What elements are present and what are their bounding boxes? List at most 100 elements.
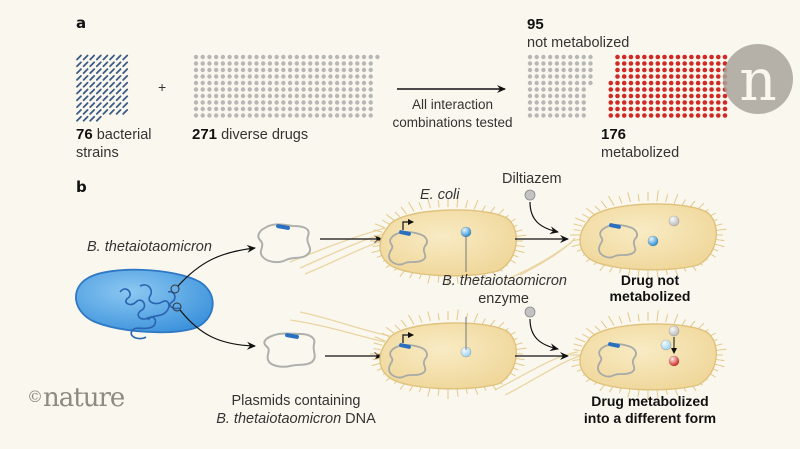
drug-dot — [254, 80, 259, 86]
promoter-arrow-icon — [402, 219, 414, 230]
metabolized-dot — [615, 113, 620, 118]
drug-dot — [254, 113, 259, 118]
metabolized-dot — [635, 74, 640, 79]
not-metabolized-dot — [541, 87, 546, 92]
metabolized-dot — [668, 61, 674, 66]
metabolized-dot — [648, 61, 654, 66]
drug-dot — [193, 74, 199, 79]
pilus — [665, 314, 669, 323]
bacteria-strain-mark — [122, 88, 129, 95]
metabolized-dot — [642, 80, 647, 86]
drug-dot — [328, 87, 333, 92]
drug-dot — [328, 100, 333, 105]
not-metabolized-dot — [581, 100, 586, 105]
metabolized-dot — [655, 74, 661, 79]
drug-dot — [328, 74, 333, 79]
metabolized-dot — [689, 67, 694, 73]
metabolized-dot — [702, 67, 708, 73]
not-metabolized-dot — [581, 54, 586, 60]
not-metabolized-dot — [547, 100, 553, 105]
metabolized-dot — [682, 67, 687, 73]
pilus — [385, 213, 395, 221]
metabolized-dot — [628, 80, 634, 86]
drug-molecule-top — [524, 189, 559, 235]
metabolized-dot — [675, 67, 681, 73]
not-metabolized-dot — [568, 61, 573, 66]
bacteria-strain-mark — [95, 75, 102, 81]
metabolized-dot — [628, 61, 634, 66]
donor-label: B. thetaiotaomicron — [87, 239, 212, 255]
bacteria-strain-mark — [76, 68, 82, 74]
pilus — [456, 196, 459, 208]
drug-dot — [207, 113, 212, 118]
drug-dot — [368, 74, 373, 79]
drug-dot — [281, 67, 286, 73]
bacteria-text: bacterial — [96, 127, 152, 143]
drug-dot — [355, 113, 360, 118]
metabolized-dot — [695, 61, 701, 66]
drug-dot — [267, 87, 273, 92]
metabolized-dot — [615, 61, 620, 66]
bacteria-strain-mark — [95, 109, 102, 115]
drug-dot — [287, 93, 293, 99]
not-metabolized-dot — [574, 100, 580, 105]
drug-dot — [328, 113, 333, 118]
metabolized-dot — [709, 100, 714, 105]
drug-dot — [234, 54, 239, 60]
not-metabolized-dot — [541, 54, 546, 60]
drug-dot — [220, 100, 226, 105]
not-metabolized-dot — [541, 106, 546, 112]
metabolized-dot — [621, 113, 627, 118]
pilus — [418, 202, 423, 210]
drug-dot — [294, 93, 299, 99]
metabolized-dot — [608, 113, 614, 118]
drug-dot — [261, 100, 266, 105]
metabolized-dot — [648, 67, 654, 73]
bacteria-strain-mark — [109, 88, 115, 95]
drug-dot — [341, 80, 347, 86]
metabolized-dot — [635, 93, 640, 99]
metabolized-dot — [621, 100, 627, 105]
bacteria-strain-mark — [95, 88, 102, 95]
pilus — [418, 315, 423, 323]
metabolized-dot — [722, 106, 728, 112]
drug-dot — [220, 87, 226, 92]
drug-dot — [267, 67, 273, 73]
plasmid-top — [257, 223, 312, 264]
drug-dot — [267, 54, 273, 60]
metabolized-dot — [702, 113, 708, 118]
metabolized-dot — [648, 93, 654, 99]
bacteria-strain-mark — [76, 95, 82, 102]
pilus — [618, 196, 623, 204]
drug-dot — [227, 93, 232, 99]
not-metabolized-dot — [588, 74, 593, 79]
metabolized-dot — [628, 93, 634, 99]
drug-dot — [267, 74, 273, 79]
drug-dot — [261, 80, 266, 86]
metabolized-dot — [675, 61, 681, 66]
drug-dot — [254, 74, 259, 79]
drug-dot — [294, 54, 299, 60]
not-metabolized-dot — [541, 67, 546, 73]
pilus — [394, 211, 401, 218]
drug-dot — [328, 67, 333, 73]
bacteria-strain-mark — [122, 68, 129, 74]
not-metabolized-dot — [547, 93, 553, 99]
metabolized-dot — [642, 87, 647, 92]
bacteria-strain-mark — [109, 75, 115, 81]
drug-dot — [247, 54, 252, 60]
metabolized-dot — [689, 74, 694, 79]
pilus — [656, 310, 659, 322]
metabolized-dot — [668, 93, 674, 99]
pilus — [618, 316, 623, 324]
bacteria-strain-mark — [95, 102, 102, 108]
drug-dot — [314, 87, 320, 92]
drug-dot — [287, 74, 293, 79]
drug-dot — [355, 87, 360, 92]
pilus — [437, 313, 440, 321]
metabolized-dot — [702, 74, 708, 79]
metabolized-dot — [689, 100, 694, 105]
pilus — [573, 349, 581, 352]
drug-dot — [355, 74, 360, 79]
drug-dot — [334, 54, 340, 60]
